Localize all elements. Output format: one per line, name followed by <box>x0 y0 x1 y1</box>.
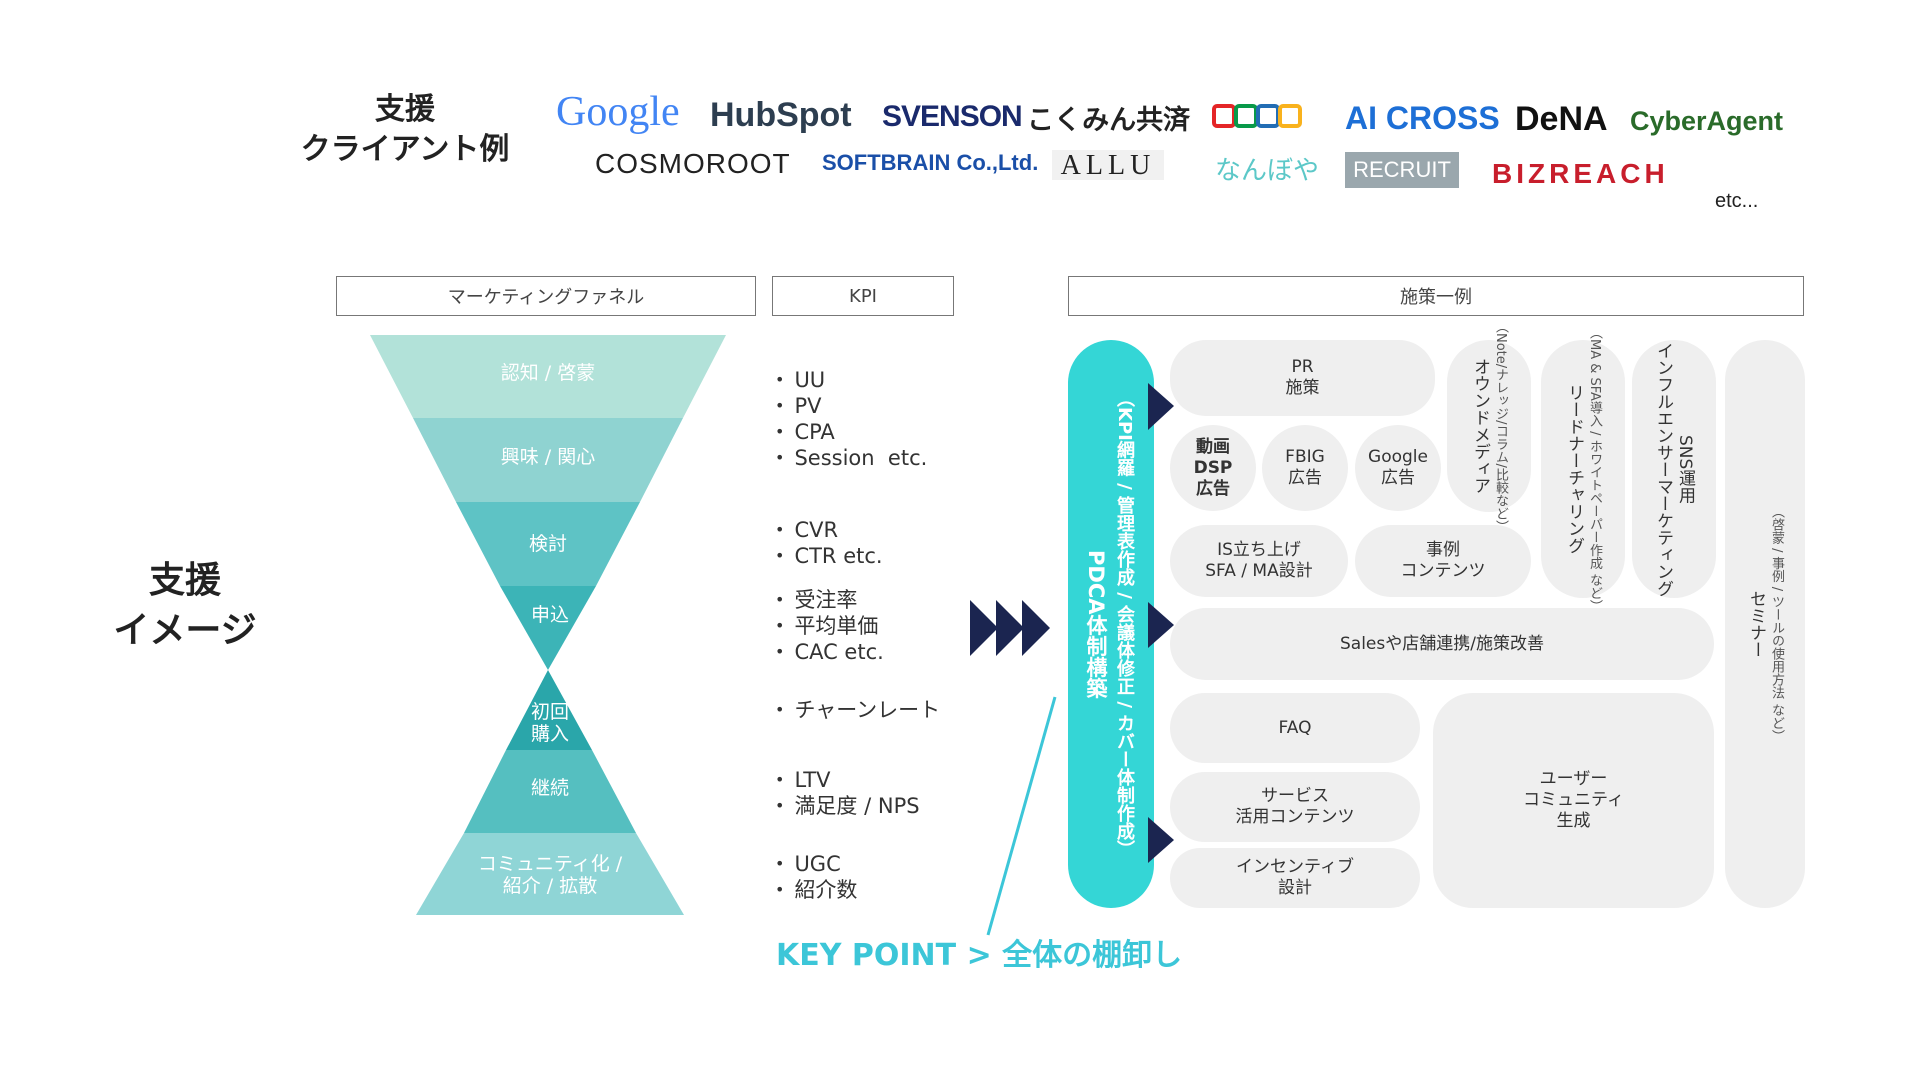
kpi-item: チャーンレート <box>775 698 940 724</box>
kpi-item: 受注率 <box>775 588 884 614</box>
funnel-label-consideration: 検討 <box>528 533 567 555</box>
measure-incentive: インセンティブ 設計 <box>1170 848 1420 908</box>
funnel-label-first-purchase: 初回 購入 <box>530 701 569 745</box>
kpi-item: UU <box>775 368 927 394</box>
pdca-label: PDCA体制構築 （KPI網羅 / 管理表作成 / 会議体修正 / カバー体制作… <box>1068 340 1154 908</box>
logo-zoho <box>1212 100 1304 134</box>
kpi-item: UGC <box>775 852 857 878</box>
kpi-item: LTV <box>775 768 920 794</box>
logo-bizreach: BIZREACH <box>1492 158 1669 189</box>
support-image-label: 支援 イメージ <box>113 560 257 651</box>
lead-nurturing-label: リードナーチャリング <box>1564 384 1584 554</box>
pdca-bar <box>1068 340 1154 908</box>
keypoint-pointer-line <box>986 696 1057 936</box>
kpi-item: 平均単価 <box>775 614 884 640</box>
logo-kokumin: こくみん共済 <box>1027 105 1191 135</box>
kpi-item: CVR <box>775 518 883 544</box>
measure-is-setup: IS立ち上げ SFA / MA設計 <box>1170 525 1348 597</box>
logo-google: Google <box>556 89 680 135</box>
funnel-label-application: 申込 <box>530 604 569 626</box>
logo-svenson: SVENSON <box>882 100 1023 133</box>
funnel-stage-interest <box>413 418 683 502</box>
kpi-item: Session etc. <box>775 446 927 472</box>
header-kpi: KPI <box>772 276 954 316</box>
measure-fbig-ad: FBIG 広告 <box>1262 425 1348 511</box>
funnel-stage-retention <box>464 750 636 833</box>
kpi-item: CPA <box>775 420 927 446</box>
funnel-stage-community <box>416 833 684 915</box>
measure-google-ad: Google 広告 <box>1355 425 1441 511</box>
logo-dena: DeNA <box>1515 100 1608 138</box>
measure-pr: PR 施策 <box>1170 340 1435 416</box>
keypoint-text: KEY POINT > 全体の棚卸し <box>776 938 1183 973</box>
header-funnel: マーケティングファネル <box>336 276 756 316</box>
measure-faq: FAQ <box>1170 693 1420 763</box>
lead-nurturing-sub: （MA & SFA導入 / ホワイトペーパー作成 など） <box>1587 325 1602 613</box>
measure-case-content: 事例 コンテンツ <box>1355 525 1531 597</box>
seminar-sub: （啓蒙 / 事例 / ツールの使用方法 など） <box>1769 505 1784 743</box>
funnel-label-community: コミュニティ化 / 紹介 / 拡散 <box>477 853 623 897</box>
kpi-item: 満足度 / NPS <box>775 794 919 820</box>
measure-lead-nurturing: リードナーチャリング （MA & SFA導入 / ホワイトペーパー作成 など） <box>1541 326 1625 612</box>
measure-owned-media: オウンドメディア （Note/ナレッジ/コラム/比較など） <box>1447 320 1531 532</box>
kpi-group-application: 受注率 平均単価 CAC etc. <box>775 588 884 666</box>
logo-hubspot: HubSpot <box>710 96 852 134</box>
seminar-label: セミナー <box>1746 590 1766 658</box>
logo-recruit: RECRUIT <box>1345 152 1459 188</box>
measure-user-community: ユーザー コミュニティ 生成 <box>1433 693 1714 908</box>
pdca-pointer-icons <box>1148 383 1174 863</box>
logo-cyberagent: CyberAgent <box>1630 106 1784 136</box>
clients-title: 支援 クライアント例 <box>300 92 510 167</box>
header-measures: 施策一例 <box>1068 276 1804 316</box>
logo-aicross: AI CROSS <box>1345 100 1500 136</box>
measure-video-dsp-ad: 動画 DSP 広告 <box>1170 425 1256 511</box>
kpi-group-awareness: UU PV CPA Session etc. <box>775 368 927 472</box>
clients-etc: etc... <box>1715 190 1759 212</box>
funnel-stage-consideration <box>456 502 640 586</box>
sns-label: SNS運用 インフルエンサーマーケティング <box>1653 341 1695 597</box>
kpi-item: CTR etc. <box>775 544 882 570</box>
funnel-label-interest: 興味 / 関心 <box>500 446 596 468</box>
logo-softbrain: SOFTBRAIN Co.,Ltd. <box>822 150 1039 175</box>
kpi-item: 紹介数 <box>775 878 857 904</box>
kpi-group-retention: LTV 満足度 / NPS <box>775 768 920 820</box>
logo-nanboya: なんぼや <box>1215 155 1320 185</box>
kpi-group-first-purchase: チャーンレート <box>775 698 940 724</box>
owned-media-sub: （Note/ナレッジ/コラム/比較など） <box>1493 319 1508 533</box>
measure-seminar: セミナー （啓蒙 / 事例 / ツールの使用方法 など） <box>1725 340 1805 908</box>
owned-media-label: オウンドメディア <box>1470 358 1490 494</box>
measure-service-content: サービス 活用コンテンツ <box>1170 772 1420 842</box>
measure-sales-collab: Salesや店舗連携/施策改善 <box>1170 608 1714 680</box>
logo-allu: ALLU <box>1052 150 1164 181</box>
measure-sns: SNS運用 インフルエンサーマーケティング <box>1632 340 1716 598</box>
funnel-stage-awareness <box>370 335 726 418</box>
kpi-group-consideration: CVR CTR etc. <box>775 518 883 570</box>
kpi-group-community: UGC 紹介数 <box>775 852 857 904</box>
funnel-stage-first-purchase <box>506 670 592 750</box>
funnel-stage-application <box>500 586 596 670</box>
pdca-main-text: PDCA体制構築 <box>1084 549 1108 699</box>
flow-arrows-icon <box>970 600 1050 656</box>
kpi-item: CAC etc. <box>775 640 883 666</box>
funnel-label-awareness: 認知 / 啓蒙 <box>500 362 596 384</box>
funnel-label-retention: 継続 <box>530 777 569 799</box>
logo-cosmoroot: COSMOROOT <box>595 148 791 179</box>
pdca-sub-text: （KPI網羅 / 管理表作成 / 会議体修正 / カバー体制作成） <box>1114 389 1135 859</box>
kpi-item: PV <box>775 394 927 420</box>
